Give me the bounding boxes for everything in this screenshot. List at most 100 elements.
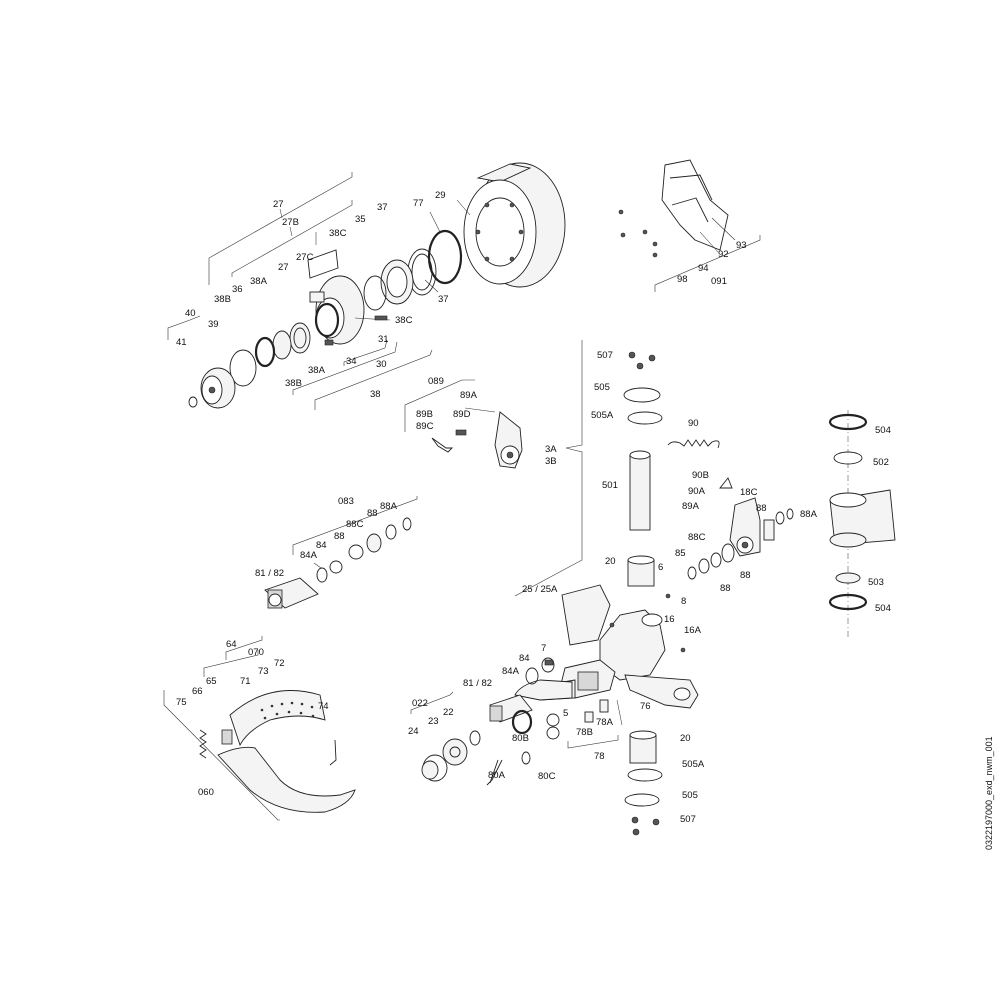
spindle-group — [410, 657, 623, 786]
bearing-38A — [289, 322, 311, 354]
callout-20-b: 20 — [680, 733, 691, 744]
ring-36 — [272, 330, 292, 360]
callout-94: 94 — [698, 263, 709, 274]
callout-022: 022 — [412, 698, 428, 709]
callout-84-b: 84 — [519, 653, 530, 664]
callout-78: 78 — [594, 751, 605, 762]
camshaft-group-083 — [264, 496, 418, 609]
bushing-20-top — [627, 555, 655, 587]
callout-20-a: 20 — [605, 556, 616, 567]
callout-23: 23 — [428, 716, 439, 727]
callout-29: 29 — [435, 190, 446, 201]
callout-083: 083 — [338, 496, 354, 507]
axle-beam-end — [828, 410, 896, 640]
callout-38B-a: 38B — [214, 294, 231, 305]
slack-adjuster-089 — [404, 379, 523, 469]
callout-84A-b: 84A — [502, 666, 520, 677]
callout-505A-b: 505A — [682, 759, 705, 770]
callout-38B-b: 38B — [285, 378, 302, 389]
callout-6: 6 — [658, 562, 663, 573]
callout-84-a: 84 — [316, 540, 327, 551]
callout-93: 93 — [736, 240, 747, 251]
slack-adjuster-right — [687, 477, 794, 580]
label-plate-27C — [307, 249, 339, 279]
callout-27B: 27B — [282, 217, 299, 228]
callout-41: 41 — [176, 337, 187, 348]
callout-88-a: 88 — [756, 503, 767, 514]
callout-labels: 27 27B 38C 35 37 77 29 27C 27 38A 36 38B… — [176, 190, 891, 825]
bolt-34 — [324, 339, 334, 346]
callout-504-b: 504 — [875, 603, 891, 614]
callout-38: 38 — [370, 389, 381, 400]
brake-shoe-top — [229, 690, 326, 747]
callout-507-b: 507 — [680, 814, 696, 825]
bush-502 — [833, 451, 863, 465]
callout-36: 36 — [232, 284, 243, 295]
dust-cover-group — [618, 159, 761, 292]
brake-shoe-group-060 — [163, 636, 356, 821]
callout-38A-b: 38A — [308, 365, 326, 376]
callout-90A: 90A — [688, 486, 706, 497]
ring-38B — [254, 336, 276, 368]
callout-85: 85 — [675, 548, 686, 559]
callout-84A-a: 84A — [300, 550, 318, 561]
callout-64: 64 — [226, 639, 237, 650]
callout-76: 76 — [640, 701, 651, 712]
callout-16A: 16A — [684, 625, 702, 636]
thrust-bearing-503 — [835, 572, 861, 584]
callout-091: 091 — [711, 276, 727, 287]
callout-27-mid: 27 — [278, 262, 289, 273]
gasket-505A-b — [627, 768, 663, 782]
callout-74: 74 — [318, 701, 329, 712]
callout-16: 16 — [664, 614, 675, 625]
callout-72: 72 — [274, 658, 285, 669]
callout-88C-a: 88C — [346, 519, 364, 530]
spring-90 — [667, 439, 720, 449]
callout-070: 070 — [248, 647, 264, 658]
callout-22: 22 — [443, 707, 454, 718]
callout-66: 66 — [192, 686, 203, 697]
callout-089: 089 — [428, 376, 444, 387]
callout-89A-a: 89A — [460, 390, 478, 401]
callout-88-b: 88 — [740, 570, 751, 581]
document-id: 0322197000_exd_nwm_001 — [984, 736, 994, 850]
callout-27-top: 27 — [273, 199, 284, 210]
callout-3B: 3B — [545, 456, 557, 467]
callout-88C-b: 88C — [688, 532, 706, 543]
callout-30: 30 — [376, 359, 387, 370]
callout-88A-b: 88A — [800, 509, 818, 520]
callout-92: 92 — [718, 249, 729, 260]
king-pin-501 — [629, 450, 651, 531]
king-pin-lower-group — [624, 730, 663, 836]
callout-80A: 80A — [488, 770, 506, 781]
brake-drum-29 — [463, 162, 566, 288]
callout-504-a: 504 — [875, 425, 891, 436]
callout-24: 24 — [408, 726, 419, 737]
callout-89C: 89C — [416, 421, 434, 432]
bracket-3A-3B — [514, 340, 583, 597]
gasket-505A — [627, 411, 663, 425]
ring-77 — [427, 229, 463, 285]
callout-501: 501 — [602, 480, 618, 491]
callout-31: 31 — [378, 334, 389, 345]
seal-39 — [229, 349, 257, 387]
seal-504-bottom — [828, 593, 868, 611]
callout-27C: 27C — [296, 252, 314, 263]
callout-65: 65 — [206, 676, 217, 687]
callout-505-b: 505 — [682, 790, 698, 801]
callout-40: 40 — [185, 308, 196, 319]
steering-knuckle — [539, 584, 699, 709]
brake-shoe-bottom — [217, 746, 356, 813]
callout-37-b: 37 — [438, 294, 449, 305]
hub-assembly-group — [167, 162, 566, 410]
callout-89A-b: 89A — [682, 501, 700, 512]
callout-89B: 89B — [416, 409, 433, 420]
callout-89D: 89D — [453, 409, 471, 420]
callout-88-c: 88 — [720, 583, 731, 594]
callout-88-e: 88 — [334, 531, 345, 542]
callout-75: 75 — [176, 697, 187, 708]
king-pin-group — [623, 351, 720, 587]
callout-3A: 3A — [545, 444, 557, 455]
callout-37-a: 37 — [377, 202, 388, 213]
